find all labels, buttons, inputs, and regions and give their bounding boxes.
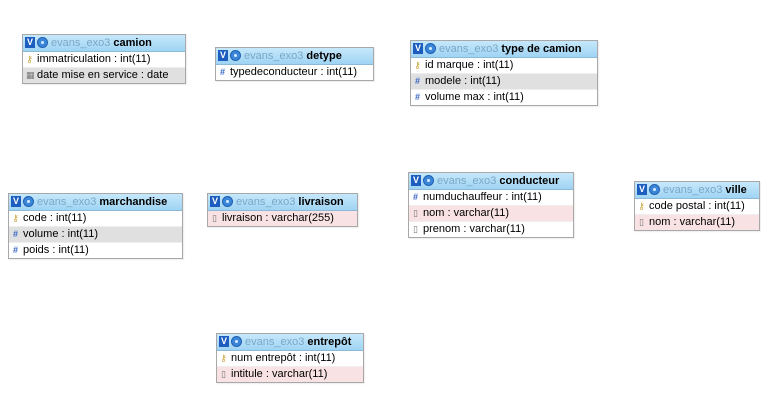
table-name: detype	[306, 50, 342, 62]
toggle-v-icon[interactable]: V	[637, 183, 647, 195]
field-row[interactable]: ⚷ immatriculation : int(11)	[23, 52, 185, 68]
gear-icon[interactable]	[23, 195, 34, 207]
field-row[interactable]: ▯ intitule : varchar(11)	[217, 367, 363, 382]
db-name: evans_exo3	[37, 196, 97, 208]
field-label: typedeconducteur : int(11)	[230, 66, 357, 78]
field-row[interactable]: # numduchauffeur : int(11)	[409, 190, 573, 206]
text-icon: ▯	[413, 208, 418, 218]
field-row[interactable]: ▦date mise en service : date	[23, 68, 185, 83]
hash-icon: #	[12, 245, 18, 255]
field-row[interactable]: # poids : int(11)	[9, 243, 182, 258]
key-icon: ⚷	[414, 60, 421, 70]
field-row[interactable]: ▯ prenom : varchar(11)	[409, 222, 573, 237]
hash-icon: #	[12, 229, 18, 239]
text-icon: ▯	[221, 369, 226, 379]
date-icon: ▦	[26, 70, 35, 80]
toggle-v-icon[interactable]: V	[210, 195, 220, 207]
gear-icon[interactable]	[231, 335, 242, 347]
db-name: evans_exo3	[437, 175, 497, 187]
field-row[interactable]: ⚷ num entrepôt : int(11)	[217, 351, 363, 367]
key-icon: ⚷	[220, 353, 227, 363]
gear-icon[interactable]	[230, 49, 241, 61]
field-row[interactable]: ▯ livraison : varchar(255)	[208, 211, 357, 226]
db-name: evans_exo3	[51, 37, 111, 49]
field-label: date mise en service : date	[37, 69, 169, 81]
toggle-v-icon[interactable]: V	[411, 174, 421, 186]
field-row[interactable]: ⚷ code postal : int(11)	[635, 199, 759, 215]
field-label: intitule : varchar(11)	[231, 368, 328, 380]
key-icon: ⚷	[638, 201, 645, 211]
field-label: prenom : varchar(11)	[423, 223, 525, 235]
hash-icon: #	[414, 92, 420, 102]
table-name: ville	[725, 184, 747, 196]
field-label: modele : int(11)	[425, 75, 501, 87]
table-name: entrepôt	[307, 336, 352, 348]
toggle-v-icon[interactable]: V	[11, 195, 21, 207]
table-name: livraison	[298, 196, 344, 208]
field-row[interactable]: ⚷ id marque : int(11)	[411, 58, 597, 74]
field-row[interactable]: ▯ nom : varchar(11)	[635, 215, 759, 230]
toggle-v-icon[interactable]: V	[218, 49, 228, 61]
gear-icon[interactable]	[37, 36, 48, 48]
table-name: type de camion	[501, 43, 582, 55]
key-icon: ⚷	[12, 213, 19, 223]
hash-icon: #	[412, 192, 418, 202]
field-label: numduchauffeur : int(11)	[423, 191, 542, 203]
table-name: marchandise	[99, 196, 168, 208]
db-name: evans_exo3	[236, 196, 296, 208]
gear-icon[interactable]	[649, 183, 660, 195]
text-icon: ▯	[413, 224, 418, 234]
table-name: conducteur	[499, 175, 560, 187]
field-row[interactable]: # typedeconducteur : int(11)	[216, 65, 373, 80]
toggle-v-icon[interactable]: V	[219, 335, 229, 347]
field-row[interactable]: ⚷ code : int(11)	[9, 211, 182, 227]
field-label: code : int(11)	[23, 212, 87, 224]
gear-icon[interactable]	[423, 174, 434, 186]
field-label: id marque : int(11)	[425, 59, 514, 71]
field-label: code postal : int(11)	[649, 200, 745, 212]
gear-icon[interactable]	[222, 195, 233, 207]
field-row[interactable]: # volume : int(11)	[9, 227, 182, 243]
db-name: evans_exo3	[244, 50, 304, 62]
hash-icon: #	[414, 76, 420, 86]
text-icon: ▯	[639, 217, 644, 227]
text-icon: ▯	[212, 213, 217, 223]
gear-icon[interactable]	[425, 42, 436, 54]
db-name: evans_exo3	[439, 43, 499, 55]
hash-icon: #	[219, 67, 225, 77]
key-icon: ⚷	[26, 54, 33, 64]
db-name: evans_exo3	[663, 184, 723, 196]
field-label: livraison : varchar(255)	[222, 212, 334, 224]
field-label: poids : int(11)	[23, 244, 89, 256]
field-label: volume : int(11)	[23, 228, 98, 240]
field-row[interactable]: # modele : int(11)	[411, 74, 597, 90]
table-name: camion	[113, 37, 152, 49]
field-label: num entrepôt : int(11)	[231, 352, 336, 364]
field-label: immatriculation : int(11)	[37, 53, 151, 65]
field-label: volume max : int(11)	[425, 91, 524, 103]
toggle-v-icon[interactable]: V	[413, 42, 423, 54]
field-row[interactable]: # volume max : int(11)	[411, 90, 597, 105]
field-row[interactable]: ▯ nom : varchar(11)	[409, 206, 573, 222]
field-label: nom : varchar(11)	[649, 216, 735, 228]
toggle-v-icon[interactable]: V	[25, 36, 35, 48]
field-label: nom : varchar(11)	[423, 207, 509, 219]
db-name: evans_exo3	[245, 336, 305, 348]
